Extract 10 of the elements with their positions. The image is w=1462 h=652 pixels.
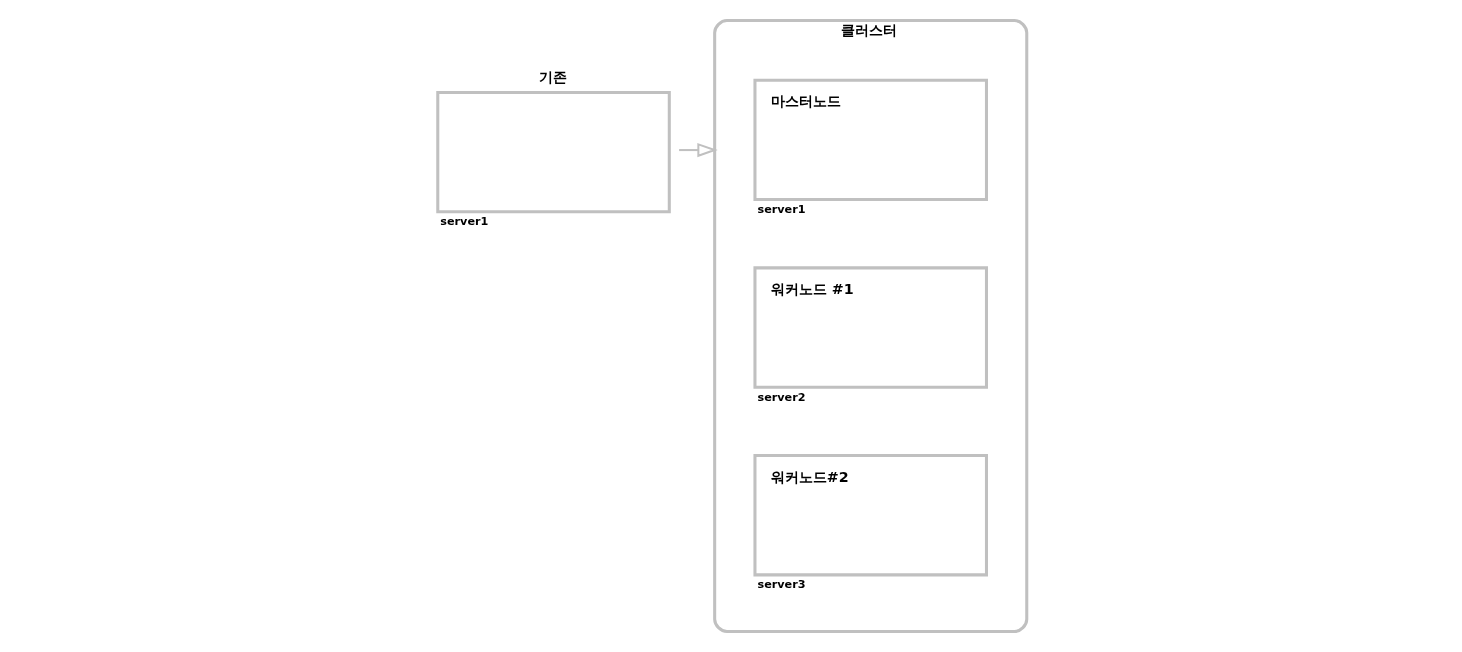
node-box: 워커노드 #1	[752, 266, 988, 389]
node-label: 기존	[538, 68, 567, 85]
arrow	[678, 142, 718, 158]
node-label: server3	[757, 578, 806, 592]
node-label: server1	[757, 203, 806, 217]
node-label: server2	[757, 390, 806, 404]
node-box: 마스터노드	[752, 78, 988, 202]
node-box	[435, 90, 671, 214]
node-label: server1	[439, 215, 488, 229]
node-box: 워커노드#2	[752, 454, 988, 577]
